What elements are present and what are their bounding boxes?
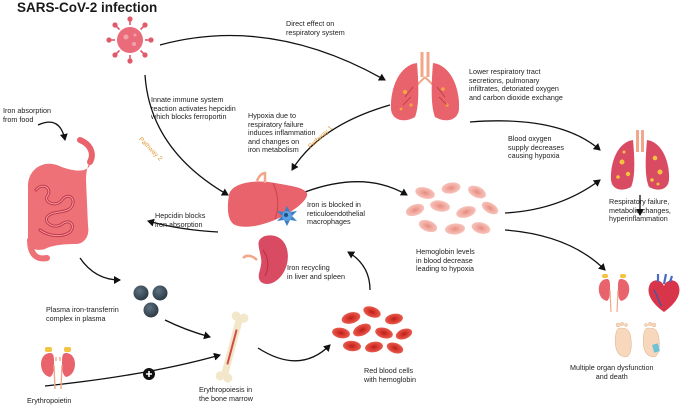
rbc-group xyxy=(332,306,413,354)
arrow-rbc-to-spleen xyxy=(347,251,371,291)
spleen-icon xyxy=(242,235,288,284)
macrophage-icon xyxy=(277,206,297,226)
arrow-iron-to-bone xyxy=(164,319,211,340)
heart-icon xyxy=(648,273,680,312)
arrow-liver-to-hemoglobin xyxy=(304,181,408,196)
iron-particles xyxy=(133,285,168,318)
virus-icon xyxy=(106,16,154,64)
arrow-virus-to-liver xyxy=(144,74,229,196)
arrow-hemoglobin-to-organs xyxy=(504,229,606,271)
arrow-lungs-to-damaged-lungs xyxy=(469,120,601,151)
arrow-hemoglobin-to-damaged-lungs xyxy=(504,179,601,214)
arrow-virus-to-lungs xyxy=(159,34,386,81)
label-erythropoietin: Erythropoietin xyxy=(27,396,72,405)
arrow-bone-to-rbc xyxy=(257,344,331,362)
lungs-icon xyxy=(390,52,460,121)
arrow-intestine-to-iron xyxy=(79,257,121,284)
plus-icon xyxy=(143,368,155,380)
arrows xyxy=(37,34,644,387)
label-resp-failure: Respiratory failure,metabolic changes,hy… xyxy=(609,197,671,224)
damaged-lungs-icon xyxy=(610,130,670,190)
bone-icon xyxy=(215,311,249,383)
diagram-title: SARS-CoV-2 infection xyxy=(17,0,158,15)
feet-icon xyxy=(614,321,660,358)
arrow-liver-to-intestine xyxy=(147,218,219,233)
pale-rbc-group xyxy=(405,182,499,235)
kidney-icon xyxy=(41,347,75,390)
kidney-icon-right xyxy=(598,274,630,313)
arrow-lungs-to-liver xyxy=(291,104,391,171)
arrow-kidney-to-bone xyxy=(44,352,221,387)
liver-icon xyxy=(227,171,308,227)
arrow-food-to-intestine xyxy=(37,121,68,141)
intestine-icon xyxy=(27,137,95,262)
